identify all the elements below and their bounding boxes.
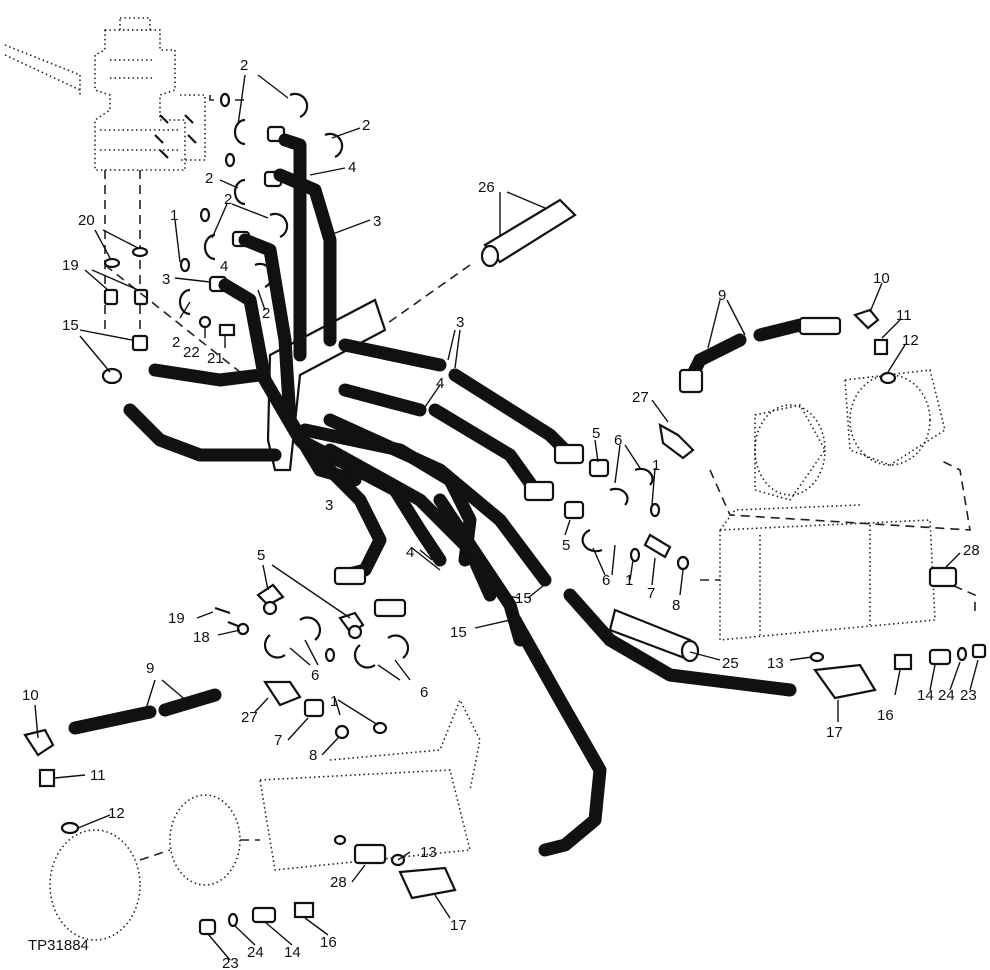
callout-13: 13 (420, 844, 437, 861)
callout-3: 3 (162, 271, 170, 288)
callout-19: 19 (168, 610, 185, 627)
callout-13: 13 (767, 655, 784, 672)
callout-29: 28 (330, 874, 347, 891)
callout-6: 6 (614, 432, 622, 449)
callout-24: 23 (222, 955, 239, 970)
callout-8: 8 (309, 747, 317, 764)
callout-28: 27 (632, 389, 649, 406)
callout-15: 15 (450, 624, 467, 641)
callout-9: 9 (146, 660, 154, 677)
callout-2: 2 (262, 305, 270, 322)
callout-10: 10 (873, 270, 890, 287)
callout-5: 5 (257, 547, 265, 564)
callout-12: 12 (902, 332, 919, 349)
callout-25: 24 (938, 687, 955, 704)
callout-7: 7 (647, 585, 655, 602)
callout-3: 3 (325, 497, 333, 514)
callout-2: 2 (205, 170, 213, 187)
callout-1: 1 (652, 457, 660, 474)
callout-3: 3 (456, 314, 464, 331)
callout-29: 28 (963, 542, 980, 559)
callout-2: 2 (172, 334, 180, 351)
callout-17: 17 (826, 724, 843, 741)
callout-6: 6 (420, 684, 428, 701)
cylinder-right (700, 369, 976, 641)
callout-20: 19 (62, 257, 79, 274)
callout-11: 11 (896, 307, 912, 324)
callout-6: 6 (602, 572, 610, 589)
callout-1: 1 (330, 693, 338, 710)
callout-18: 18 (193, 629, 210, 646)
callout-labels: 2 2 4 2 3 2 1 3 4 2 2 22 21 20 19 15 26 … (22, 57, 980, 970)
right-fittings (523, 308, 987, 700)
callout-15: 15 (62, 317, 79, 334)
leader-lines (34, 74, 979, 961)
callout-4: 4 (406, 544, 414, 561)
callout-16: 16 (877, 707, 894, 724)
callout-16: 16 (320, 934, 337, 951)
callout-10: 10 (22, 687, 39, 704)
callout-12: 12 (108, 805, 125, 822)
callout-17: 17 (450, 917, 467, 934)
callout-4: 4 (436, 375, 444, 392)
callout-21: 20 (78, 212, 95, 229)
callout-2: 2 (240, 57, 248, 74)
callout-5: 5 (592, 425, 600, 442)
callout-4: 4 (348, 159, 356, 176)
callout-23: 22 (183, 344, 200, 361)
callout-6: 6 (311, 667, 319, 684)
callout-8: 8 (672, 597, 680, 614)
figure-id: TP31884 (28, 937, 89, 954)
callout-2: 2 (224, 191, 232, 208)
callout-1: 1 (625, 572, 633, 589)
callout-27: 26 (478, 179, 495, 196)
callout-5: 5 (562, 537, 570, 554)
callout-22: 21 (207, 350, 224, 367)
callout-24: 23 (960, 687, 977, 704)
callout-7: 7 (274, 732, 282, 749)
cylinder-left (49, 698, 481, 941)
callout-14: 14 (284, 944, 301, 961)
callout-3: 3 (373, 213, 381, 230)
callout-11: 11 (90, 767, 106, 784)
callout-25: 24 (247, 944, 264, 961)
callout-26: 25 (722, 655, 739, 672)
callout-14: 14 (917, 687, 934, 704)
callout-1: 1 (170, 207, 178, 224)
callout-4: 4 (220, 258, 228, 275)
callout-28: 27 (241, 709, 258, 726)
callout-2: 2 (362, 117, 370, 134)
callout-9: 9 (718, 287, 726, 304)
lower-fittings (23, 566, 457, 936)
hydraulic-hoses (68, 133, 807, 857)
callout-15: 15 (515, 590, 532, 607)
